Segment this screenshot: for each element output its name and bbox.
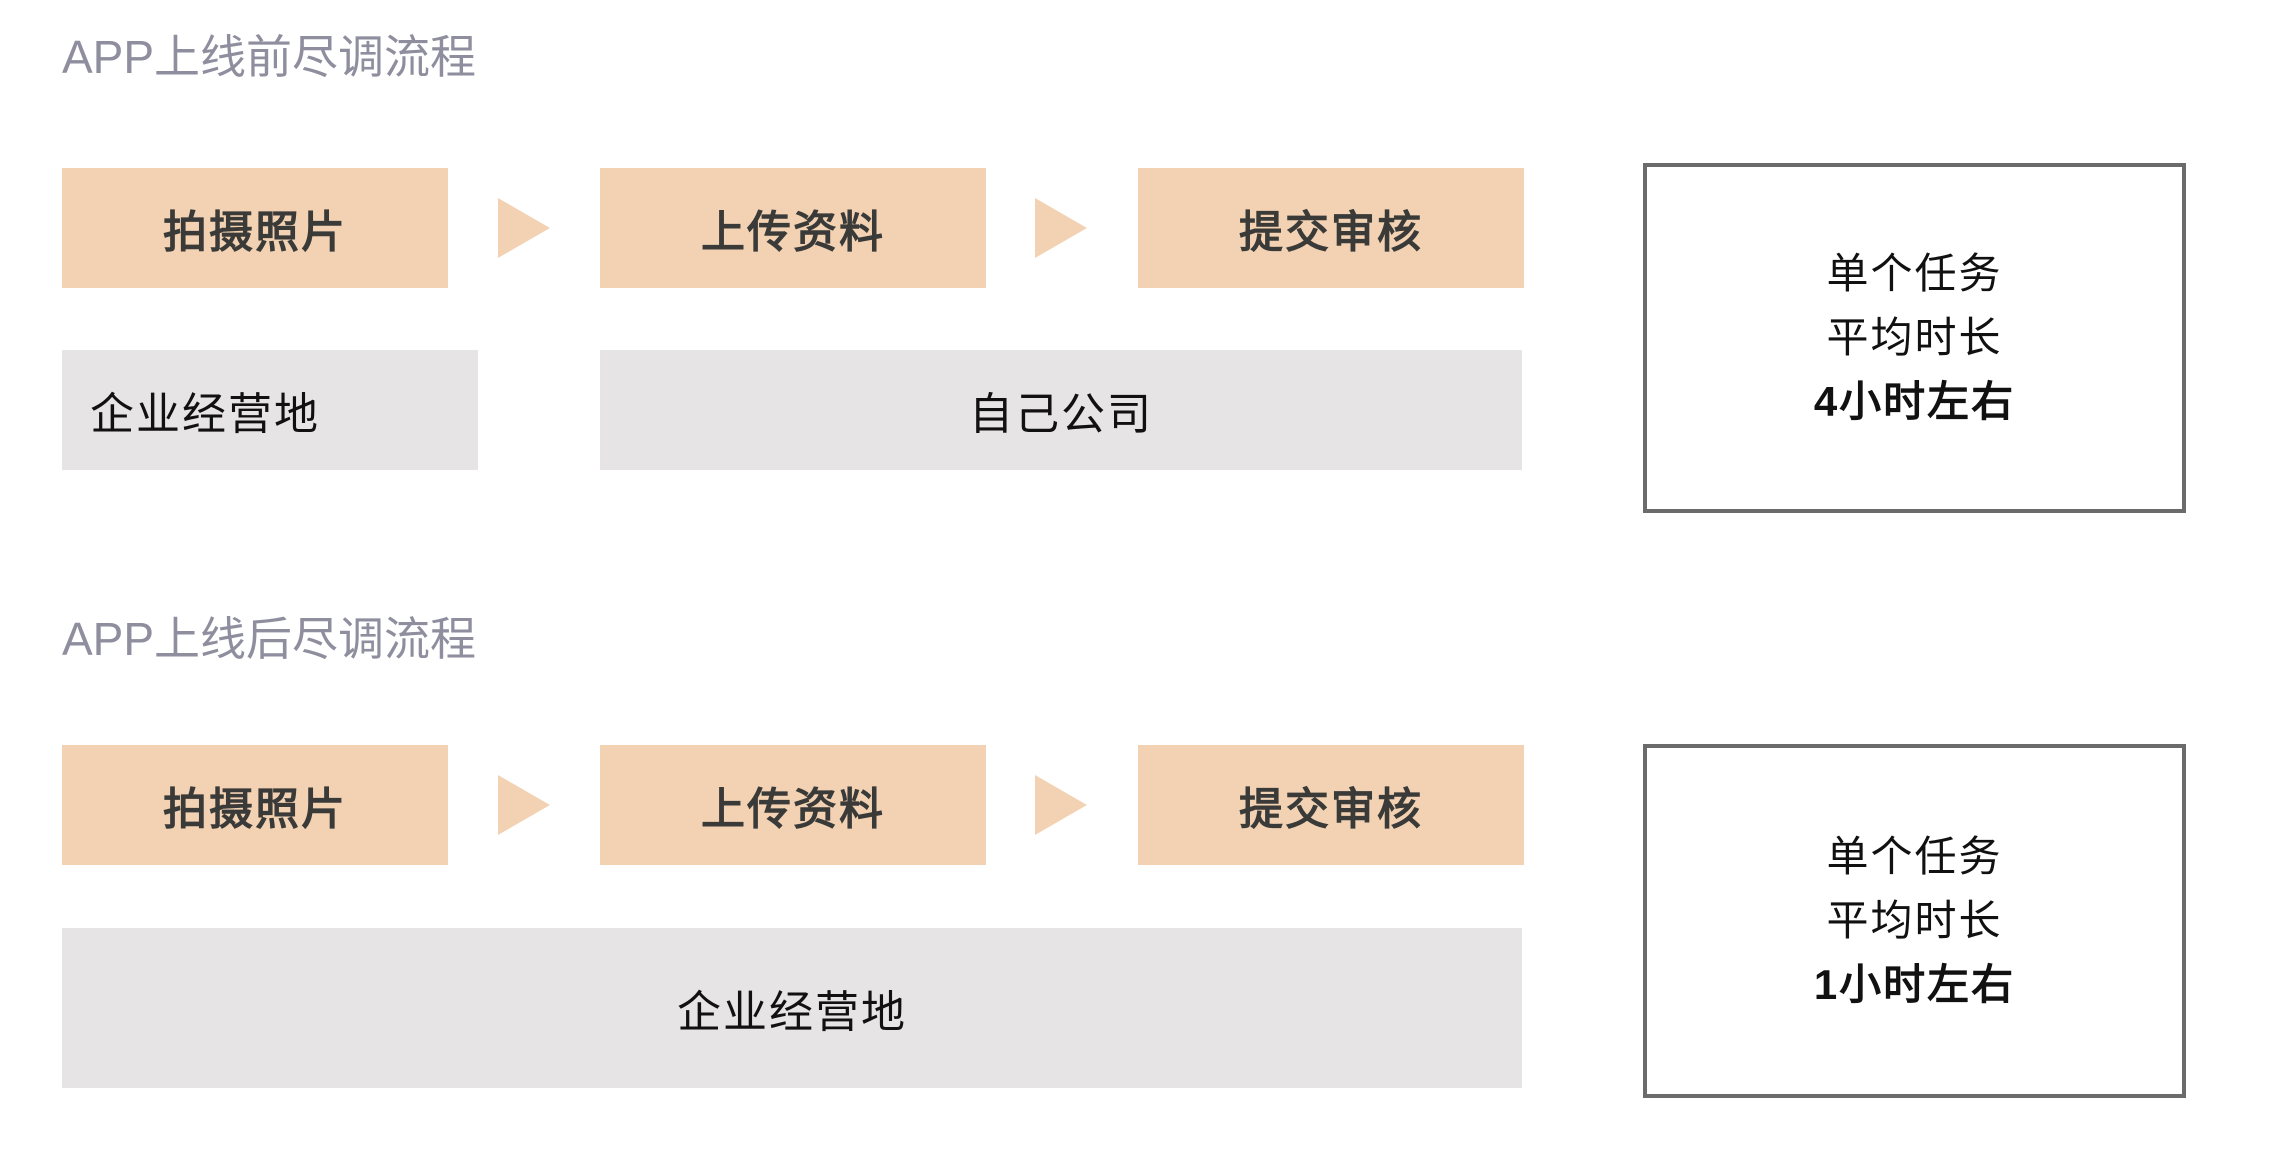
- play-triangle-right-icon: [1035, 198, 1087, 258]
- flow-step-submit-review-before[interactable]: 提交审核: [1138, 168, 1524, 288]
- section-title-before-launch: APP上线前尽调流程: [62, 31, 477, 83]
- play-triangle-right-icon: [498, 775, 550, 835]
- duration-value-before-launch: 4小时左右: [1813, 378, 2016, 425]
- duration-value-after-launch: 1小时左右: [1813, 961, 2016, 1008]
- duration-label-average-time: 平均时长: [1826, 314, 2003, 361]
- flow-step-take-photos-before[interactable]: 拍摄照片: [62, 168, 448, 288]
- duration-panel-before-launch: 单个任务 平均时长 4小时左右: [1643, 163, 2186, 513]
- flow-step-upload-materials-before[interactable]: 上传资料: [600, 168, 986, 288]
- duration-label-single-task: 单个任务: [1826, 833, 2003, 880]
- flow-step-submit-review-after[interactable]: 提交审核: [1138, 745, 1524, 865]
- location-bar-enterprise-site-before: 企业经营地: [62, 350, 478, 470]
- play-triangle-right-icon: [498, 198, 550, 258]
- play-triangle-right-icon: [1035, 775, 1087, 835]
- duration-label-average-time: 平均时长: [1826, 897, 2003, 944]
- duration-panel-after-launch: 单个任务 平均时长 1小时左右: [1643, 744, 2186, 1098]
- location-bar-own-company-before: 自己公司: [600, 350, 1522, 470]
- flow-step-take-photos-after[interactable]: 拍摄照片: [62, 745, 448, 865]
- duration-label-single-task: 单个任务: [1826, 250, 2003, 297]
- section-title-after-launch: APP上线后尽调流程: [62, 613, 477, 665]
- location-bar-enterprise-site-after: 企业经营地: [62, 928, 1522, 1088]
- flow-step-upload-materials-after[interactable]: 上传资料: [600, 745, 986, 865]
